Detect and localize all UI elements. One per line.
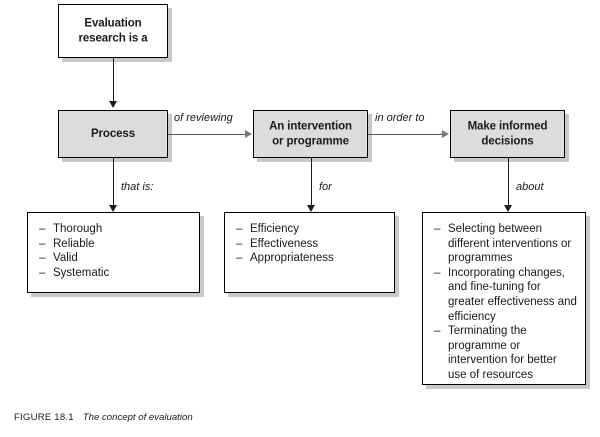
node-evaluation-research-label: Evaluation research is a	[59, 17, 167, 46]
node-evaluation-research-line2: research is a	[78, 32, 148, 44]
dash-bullet-icon: –	[236, 237, 243, 250]
list-item: –Effectiveness	[236, 237, 387, 252]
list-item-text: Terminating the programme or interventio…	[448, 325, 557, 381]
list-intervention-aspects: –Efficiency –Effectiveness –Appropriaten…	[236, 222, 387, 266]
dash-bullet-icon: –	[236, 223, 243, 235]
connector-process-to-qualities	[112, 158, 114, 207]
dash-bullet-icon: –	[236, 252, 243, 265]
list-box-process-qualities: –Thorough –Reliable –Valid –Systematic	[27, 212, 200, 293]
dash-bullet-icon: –	[39, 223, 46, 235]
dash-bullet-icon: –	[434, 223, 441, 235]
node-evaluation-research: Evaluation research is a	[58, 4, 168, 58]
edge-label-about: about	[516, 181, 544, 193]
arrowhead-intervention-to-aspects	[307, 205, 315, 212]
arrowhead-process-to-intervention	[245, 130, 252, 138]
list-item-text: Valid	[53, 252, 78, 265]
list-item: –Incorporating changes, and fine-tuning …	[434, 266, 578, 324]
figure-caption: FIGURE 18.1 The concept of evaluation	[14, 412, 193, 423]
list-decision-outcomes: –Selecting between different interventio…	[434, 222, 578, 383]
list-item: –Selecting between different interventio…	[434, 222, 578, 266]
dash-bullet-icon: –	[39, 237, 46, 250]
list-item: –Terminating the programme or interventi…	[434, 324, 578, 382]
list-box-decision-outcomes: –Selecting between different interventio…	[422, 212, 586, 385]
list-item-text: Incorporating changes, and fine-tuning f…	[448, 266, 577, 323]
arrowhead-process-to-qualities	[109, 205, 117, 212]
list-item: –Systematic	[39, 266, 192, 281]
node-intervention-line1: An intervention	[269, 120, 352, 133]
edge-label-in-order-to: in order to	[375, 112, 425, 124]
node-decisions-label: Make informed decisions	[451, 120, 564, 149]
arrowhead-decisions-to-outcomes	[504, 205, 512, 212]
list-item: –Efficiency	[236, 222, 387, 237]
list-item-text: Efficiency	[250, 223, 300, 235]
node-process: Process	[58, 110, 168, 158]
connector-root-to-process	[112, 58, 114, 103]
list-box-intervention-aspects: –Efficiency –Effectiveness –Appropriaten…	[224, 212, 395, 293]
node-decisions-line2: decisions	[481, 135, 534, 147]
node-process-label: Process	[90, 127, 136, 140]
edge-label-that-is: that is:	[121, 181, 154, 193]
list-item: –Appropriateness	[236, 251, 387, 266]
edge-label-for: for	[319, 181, 332, 193]
list-item-text: Thorough	[53, 223, 103, 235]
node-intervention-label: An intervention or programme	[254, 120, 367, 149]
node-decisions-line1: Make informed	[467, 120, 548, 133]
dash-bullet-icon: –	[39, 252, 46, 265]
node-intervention: An intervention or programme	[253, 110, 368, 158]
list-item: –Valid	[39, 251, 192, 266]
arrowhead-root-to-process	[109, 101, 117, 108]
connector-intervention-to-decisions	[368, 133, 443, 135]
list-item: –Thorough	[39, 222, 192, 237]
dash-bullet-icon: –	[434, 266, 441, 279]
edge-label-of-reviewing: of reviewing	[174, 112, 233, 124]
list-item-text: Systematic	[53, 266, 110, 279]
dash-bullet-icon: –	[434, 325, 441, 338]
list-item: –Reliable	[39, 237, 192, 252]
node-intervention-line2: or programme	[272, 135, 349, 147]
connector-intervention-to-aspects	[310, 158, 312, 207]
node-decisions: Make informed decisions	[450, 110, 565, 158]
arrowhead-intervention-to-decisions	[442, 130, 449, 138]
node-evaluation-research-line1: Evaluation	[84, 17, 142, 30]
figure-caption-title: The concept of evaluation	[82, 412, 193, 423]
list-item-text: Reliable	[53, 237, 95, 250]
figure-caption-label: FIGURE 18.1	[14, 412, 74, 423]
connector-process-to-intervention	[168, 133, 246, 135]
connector-decisions-to-outcomes	[507, 158, 509, 207]
list-item-text: Selecting between different intervention…	[448, 223, 572, 265]
dash-bullet-icon: –	[39, 266, 46, 279]
list-item-text: Appropriateness	[250, 252, 334, 265]
list-item-text: Effectiveness	[250, 237, 319, 250]
list-process-qualities: –Thorough –Reliable –Valid –Systematic	[39, 222, 192, 280]
